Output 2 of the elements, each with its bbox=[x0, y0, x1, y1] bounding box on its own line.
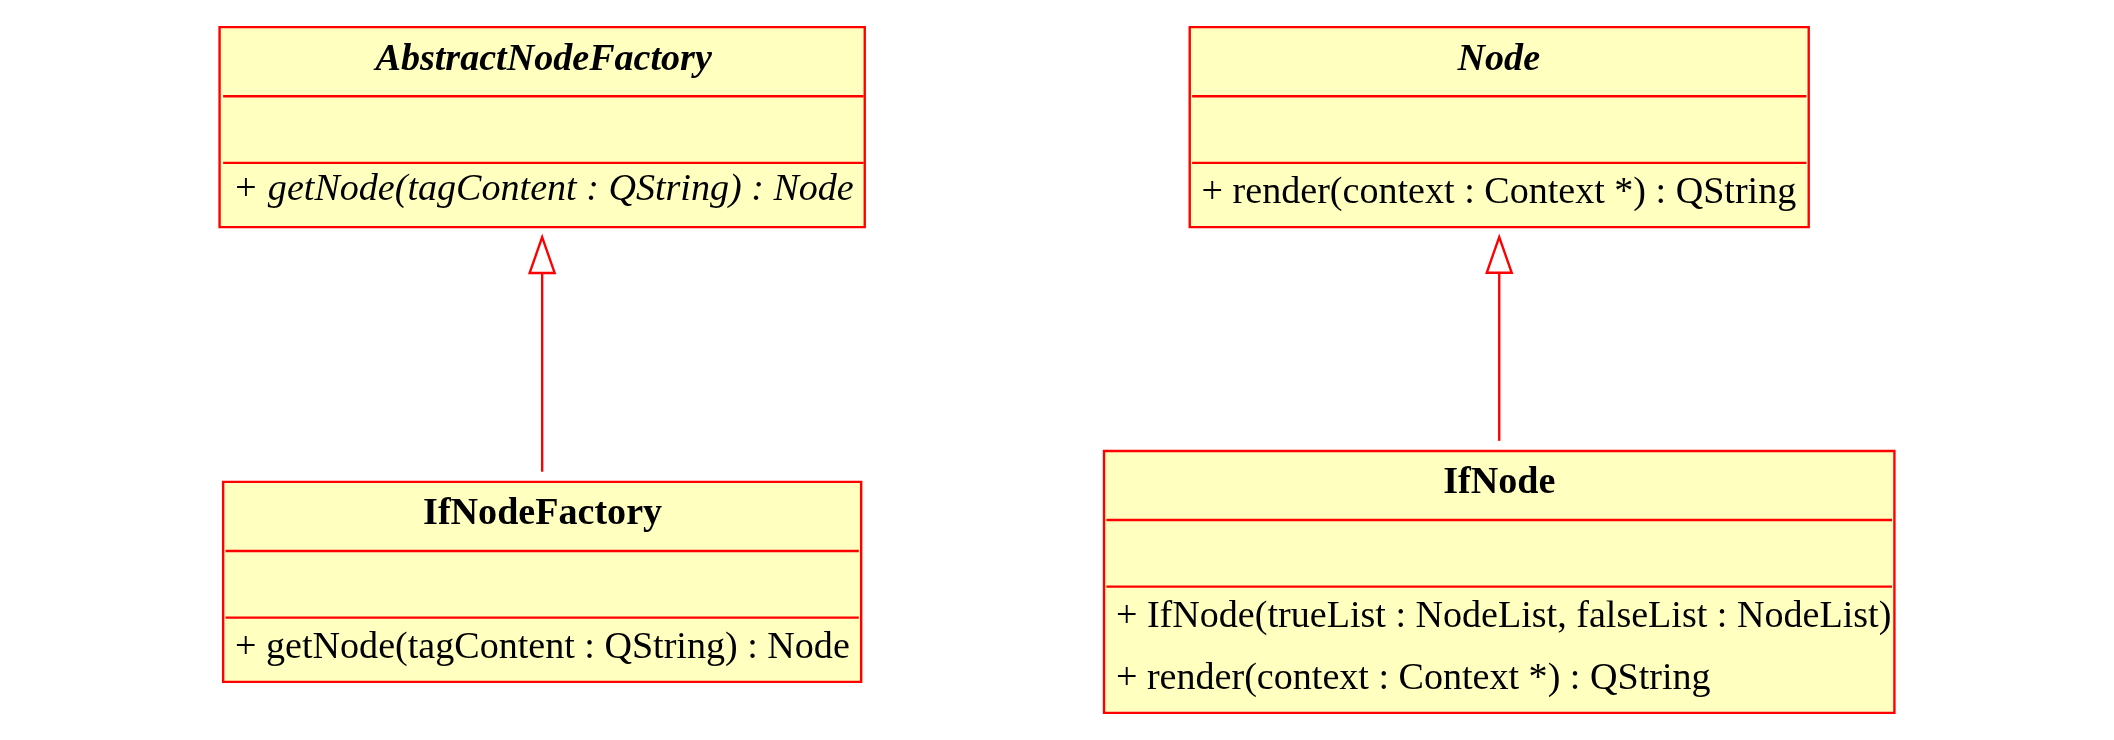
arrow bbox=[528, 233, 557, 472]
arrow bbox=[1485, 233, 1514, 441]
